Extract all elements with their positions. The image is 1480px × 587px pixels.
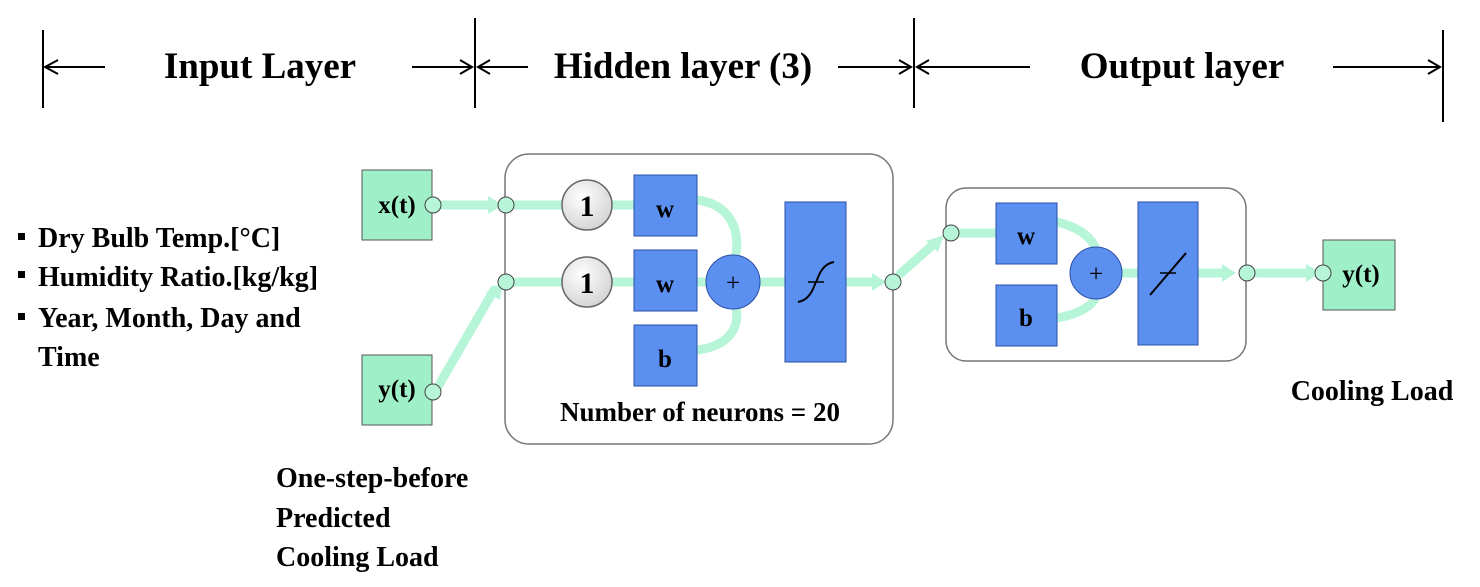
input-variable-list: Dry Bulb Temp.[°C] Humidity Ratio.[kg/kg…: [18, 223, 318, 373]
output-y-node: y(t): [1314, 239, 1396, 311]
feedback-label: One-step-before Predicted Cooling Load: [276, 463, 468, 573]
tapped-delay-2: 1: [561, 256, 613, 308]
hidden-sum: +: [705, 254, 761, 310]
delay-circle: [561, 256, 613, 308]
input-y-node: y(t): [361, 354, 442, 426]
weight-label: w: [656, 271, 674, 298]
input-y-box: [361, 354, 433, 426]
junction-dot: [497, 273, 515, 291]
input-variable: Year, Month, Day and: [38, 303, 301, 334]
input-y-label: y(t): [378, 376, 415, 403]
sum-label: +: [726, 270, 740, 297]
input-variable: Humidity Ratio.[kg/kg]: [38, 262, 318, 293]
junction-dot: [884, 273, 902, 291]
bias-block: [633, 324, 698, 387]
bullet-marker: [18, 233, 25, 240]
hidden-weight-1: w: [633, 174, 698, 237]
feedback-line: Predicted: [276, 503, 391, 534]
output-y-box: [1322, 239, 1396, 311]
output-bias: b: [995, 284, 1058, 347]
feedback-line: One-step-before: [276, 463, 468, 494]
output-y-label: y(t): [1342, 261, 1379, 288]
output-sum: +: [1069, 246, 1123, 300]
input-variable: Dry Bulb Temp.[°C]: [38, 223, 280, 254]
input-x-node: x(t): [361, 169, 442, 241]
input-port: [1314, 264, 1332, 282]
output-weight: w: [995, 202, 1058, 265]
hidden-bias: b: [633, 324, 698, 387]
input-x-label: x(t): [378, 192, 415, 219]
output-port: [424, 383, 442, 401]
delay-circle: [561, 179, 613, 231]
delay-label: 1: [580, 267, 595, 300]
weight-label: w: [1017, 223, 1035, 250]
sum-node: [705, 254, 761, 310]
output-layer-title: Output layer: [1080, 46, 1285, 87]
sum-label: +: [1089, 261, 1103, 288]
sum-node: [1069, 246, 1123, 300]
weight-block: [995, 202, 1058, 265]
hidden-transfer-function: [784, 201, 847, 363]
junction-dot: [1238, 264, 1256, 282]
bullet-marker: [18, 313, 25, 320]
input-variable-continuation: Time: [38, 342, 100, 373]
feedback-line: Cooling Load: [276, 542, 439, 573]
bullet-marker: [18, 271, 25, 278]
input-layer-title: Input Layer: [164, 46, 356, 87]
bias-label: b: [1019, 305, 1033, 332]
bias-block: [995, 284, 1058, 347]
span-arrows: [42, 59, 1442, 75]
junction-dot: [497, 196, 515, 214]
bias-label: b: [658, 346, 672, 373]
cooling-load-label: Cooling Load: [1291, 376, 1454, 407]
weight-block: [633, 249, 698, 312]
layer-header: Input Layer Hidden layer (3) Output laye…: [42, 18, 1444, 122]
tapped-delay-1: 1: [561, 179, 613, 231]
linear-icon: [1149, 252, 1187, 296]
hidden-weight-2: w: [633, 249, 698, 312]
junction-dot: [942, 224, 960, 242]
output-port: [424, 196, 442, 214]
weight-block: [633, 174, 698, 237]
neurons-count-label: Number of neurons = 20: [560, 397, 840, 427]
output-transfer-function: [1137, 201, 1199, 346]
hidden-layer-title: Hidden layer (3): [554, 46, 812, 87]
delay-label: 1: [580, 190, 595, 223]
weight-label: w: [656, 196, 674, 223]
